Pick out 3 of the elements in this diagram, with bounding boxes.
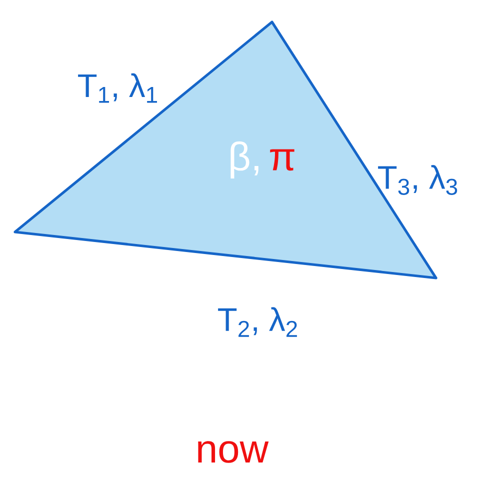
note-text: now bbox=[198, 441, 269, 463]
side-label: T$_{1}$, λ$_{1}$ bbox=[78, 73, 157, 103]
side-label: T$_{2}$, λ$_{2}$ bbox=[218, 307, 297, 337]
